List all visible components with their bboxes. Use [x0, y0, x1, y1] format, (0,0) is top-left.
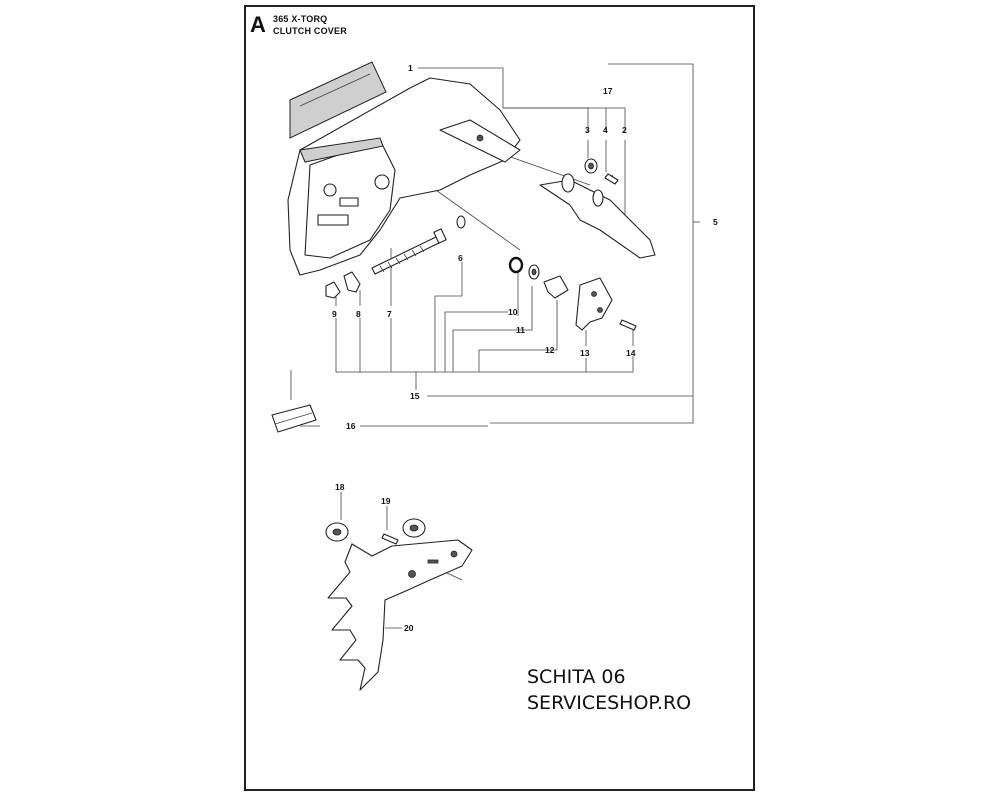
callout-15: 15	[410, 391, 420, 401]
callout-17: 17	[603, 86, 613, 96]
callout-5: 5	[713, 217, 718, 227]
shop-name: SERVICESHOP.RO	[527, 692, 692, 714]
callout-7: 7	[387, 309, 392, 319]
sticker-plate	[289, 61, 387, 139]
schematic-number: SCHITA 06	[527, 666, 626, 688]
callout-20: 20	[404, 623, 414, 633]
section-letter: A	[250, 12, 266, 37]
callout-10: 10	[508, 307, 518, 317]
callout-8: 8	[356, 309, 361, 319]
callout-18: 18	[335, 482, 345, 492]
callout-14: 14	[626, 348, 636, 358]
callout-3: 3	[585, 125, 590, 135]
tensioner-parts	[325, 271, 361, 299]
rubber-pad	[271, 404, 317, 433]
callout-16: 16	[346, 421, 356, 431]
bumper-spike	[327, 539, 473, 691]
adjuster-screw	[371, 228, 447, 275]
callout-9: 9	[332, 309, 337, 319]
bushing	[543, 275, 569, 299]
section-title: CLUTCH COVER	[273, 26, 347, 36]
chain-brake-lever	[539, 173, 656, 259]
clutch-cover-body	[287, 77, 521, 276]
callout-6: 6	[458, 253, 463, 263]
callout-2: 2	[622, 125, 627, 135]
washer	[456, 215, 466, 229]
cover-plate	[575, 277, 613, 331]
callout-19: 19	[381, 496, 391, 506]
nuts-and-bolt	[325, 518, 426, 545]
callout-labels: 1 2 3 4 5 6 7 8 9 10 11 12 13 14 15 16 1…	[332, 63, 718, 633]
model-title: 365 X-TORQ	[273, 14, 328, 24]
diagram-frame	[244, 5, 755, 791]
callout-13: 13	[580, 348, 590, 358]
callout-4: 4	[603, 125, 608, 135]
o-rings	[508, 256, 540, 280]
screw	[619, 319, 637, 331]
callout-11: 11	[516, 325, 525, 335]
callout-1: 1	[408, 63, 413, 73]
spacer-and-screw	[584, 158, 619, 185]
callout-12: 12	[545, 345, 555, 355]
